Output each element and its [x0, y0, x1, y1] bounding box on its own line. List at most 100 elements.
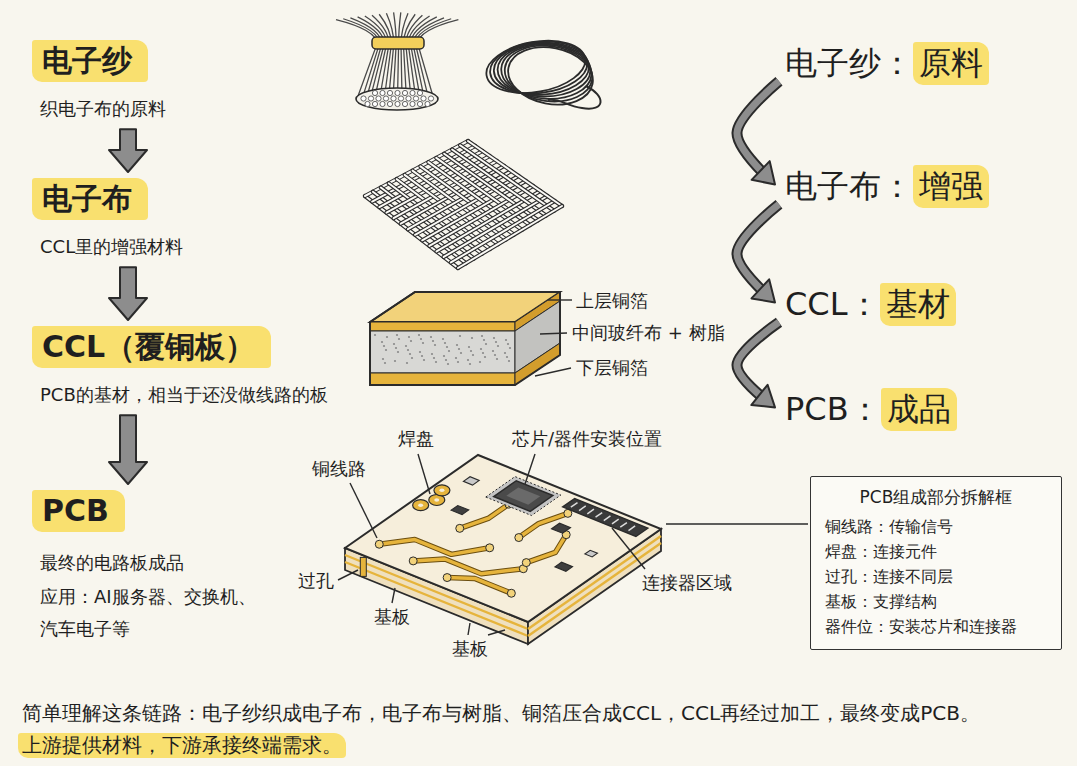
ccl-fiber-dot: [397, 351, 399, 353]
column-tag: 电子纱：: [785, 42, 913, 85]
chip-body: [494, 481, 553, 512]
trace-outline: [526, 535, 566, 563]
ccl-fiber-dot: [385, 349, 387, 351]
ccl-layer: [370, 331, 515, 373]
connector-pin: [587, 509, 594, 514]
yarn-band: [372, 37, 424, 49]
ccl-fiber-dot: [496, 358, 498, 360]
yarn-fiber-end: [410, 101, 415, 106]
pad-hole: [439, 489, 444, 493]
ccl-fiber-dot: [405, 345, 407, 347]
ccl-fiber-dot: [497, 345, 499, 347]
block-arrow: [109, 129, 147, 172]
stage-note: CCL里的增强材料: [40, 234, 183, 259]
yarn-fiber-end: [413, 96, 418, 101]
ccl-fiber-dot: [407, 349, 409, 351]
yarn-fiber-end: [425, 101, 430, 106]
yarn-fiber-end: [372, 101, 377, 106]
ccl-fiber-dot: [492, 350, 494, 352]
panel-title: PCB组成部分拆解框: [825, 485, 1047, 510]
yarn-fiber-end: [395, 90, 400, 95]
block-arrow: [109, 415, 147, 484]
mesh-thread: [458, 206, 562, 268]
ccl-fiber-dot: [482, 352, 484, 354]
coil-loop: [499, 42, 593, 102]
trace-outline: [413, 559, 523, 574]
yarn-strand: [386, 13, 393, 96]
yarn-fiber-end: [417, 90, 422, 95]
yarn-fiber-end: [376, 96, 381, 101]
ccl-fiber-dot: [505, 339, 507, 341]
part-label: 铜线路: [312, 458, 366, 481]
part-label: 上层铜箔: [576, 290, 648, 313]
stage-heading: 电子布: [32, 178, 148, 220]
column-keyword: 基材: [880, 283, 956, 326]
stage-tag: 电子布：增强: [785, 165, 989, 208]
curved-arrow: [737, 204, 779, 302]
yarn-fiber-end: [410, 90, 415, 95]
ccl-fiber-dot: [507, 343, 509, 345]
arrow-head: [751, 385, 775, 408]
connector-body: [563, 498, 648, 536]
yarn-fiber-end: [372, 90, 377, 95]
yarn-fiber-end: [387, 90, 392, 95]
ccl-fiber-dot: [483, 339, 485, 341]
ccl-outline: [370, 292, 560, 385]
ccl-fiber-dot: [469, 363, 471, 365]
leader-line: [468, 623, 470, 635]
yarn-strand: [418, 20, 459, 96]
connector-pin: [596, 513, 603, 518]
ccl-fiber-dot: [422, 342, 424, 344]
ccl-fiber-dot: [442, 338, 444, 340]
ccl-fiber-dot: [394, 360, 396, 362]
mesh-thread: [451, 201, 555, 262]
arrow-head: [751, 279, 775, 302]
yarn-strand: [415, 19, 451, 98]
yarn-end: [356, 88, 438, 110]
mesh-thread-core: [451, 201, 555, 262]
caption: 简单理解这条链路：电子纱织成电子布，电子布与树脂、铜箔压合成CCL，CCL再经过…: [22, 700, 980, 726]
coil-tail: [548, 86, 601, 109]
yarn-fiber-end: [387, 101, 392, 106]
copper-trace: [413, 559, 523, 574]
arrow-shaft-outline: [737, 322, 779, 407]
ccl-fiber-dot: [485, 343, 487, 345]
arrow-shaft-outline: [737, 81, 779, 184]
mesh-thread-core: [458, 206, 562, 268]
ccl-fiber-dot: [393, 343, 395, 345]
glass-cloth-mesh: [365, 141, 562, 268]
trace-via: [443, 574, 451, 582]
leader-line: [540, 333, 567, 334]
mesh-thread: [468, 141, 562, 206]
connector-pin: [628, 526, 635, 531]
smd-component: [463, 477, 479, 485]
yarn-strand: [398, 12, 401, 94]
leader-line: [548, 299, 572, 300]
ccl-fiber-dot: [471, 337, 473, 339]
ccl-fiber-dot: [383, 345, 385, 347]
copper-trace: [379, 540, 489, 555]
highlight-note: 上游提供材料，下游承接终端需求。: [18, 733, 346, 758]
ccl-fiber-dot: [468, 346, 470, 348]
panel-row: 基板：支撑结构: [825, 589, 1047, 614]
column-tag: PCB：: [785, 388, 881, 431]
panel-row: 过孔：连接不同层: [825, 564, 1047, 589]
chip-die: [506, 487, 540, 504]
smd-component: [451, 506, 469, 515]
arrow-shaft: [737, 81, 779, 184]
yarn-fiber-end: [380, 90, 385, 95]
ccl-layer: [370, 373, 515, 385]
ccl-fiber-dot: [480, 348, 482, 350]
smd-component: [552, 523, 571, 533]
column-keyword: 原料: [913, 42, 989, 85]
yarn-fiber-end: [365, 101, 370, 106]
arrow-shaft: [737, 204, 779, 302]
solder-pad: [434, 485, 450, 496]
via-barrel: [360, 557, 366, 576]
yarn-fiber-end: [368, 96, 373, 101]
column-keyword: 增强: [913, 165, 989, 208]
yarn-coil: [482, 34, 600, 112]
ccl-fiber-dot: [411, 357, 413, 359]
curved-arrow: [737, 322, 779, 407]
ccl-fiber-dot: [472, 354, 474, 356]
